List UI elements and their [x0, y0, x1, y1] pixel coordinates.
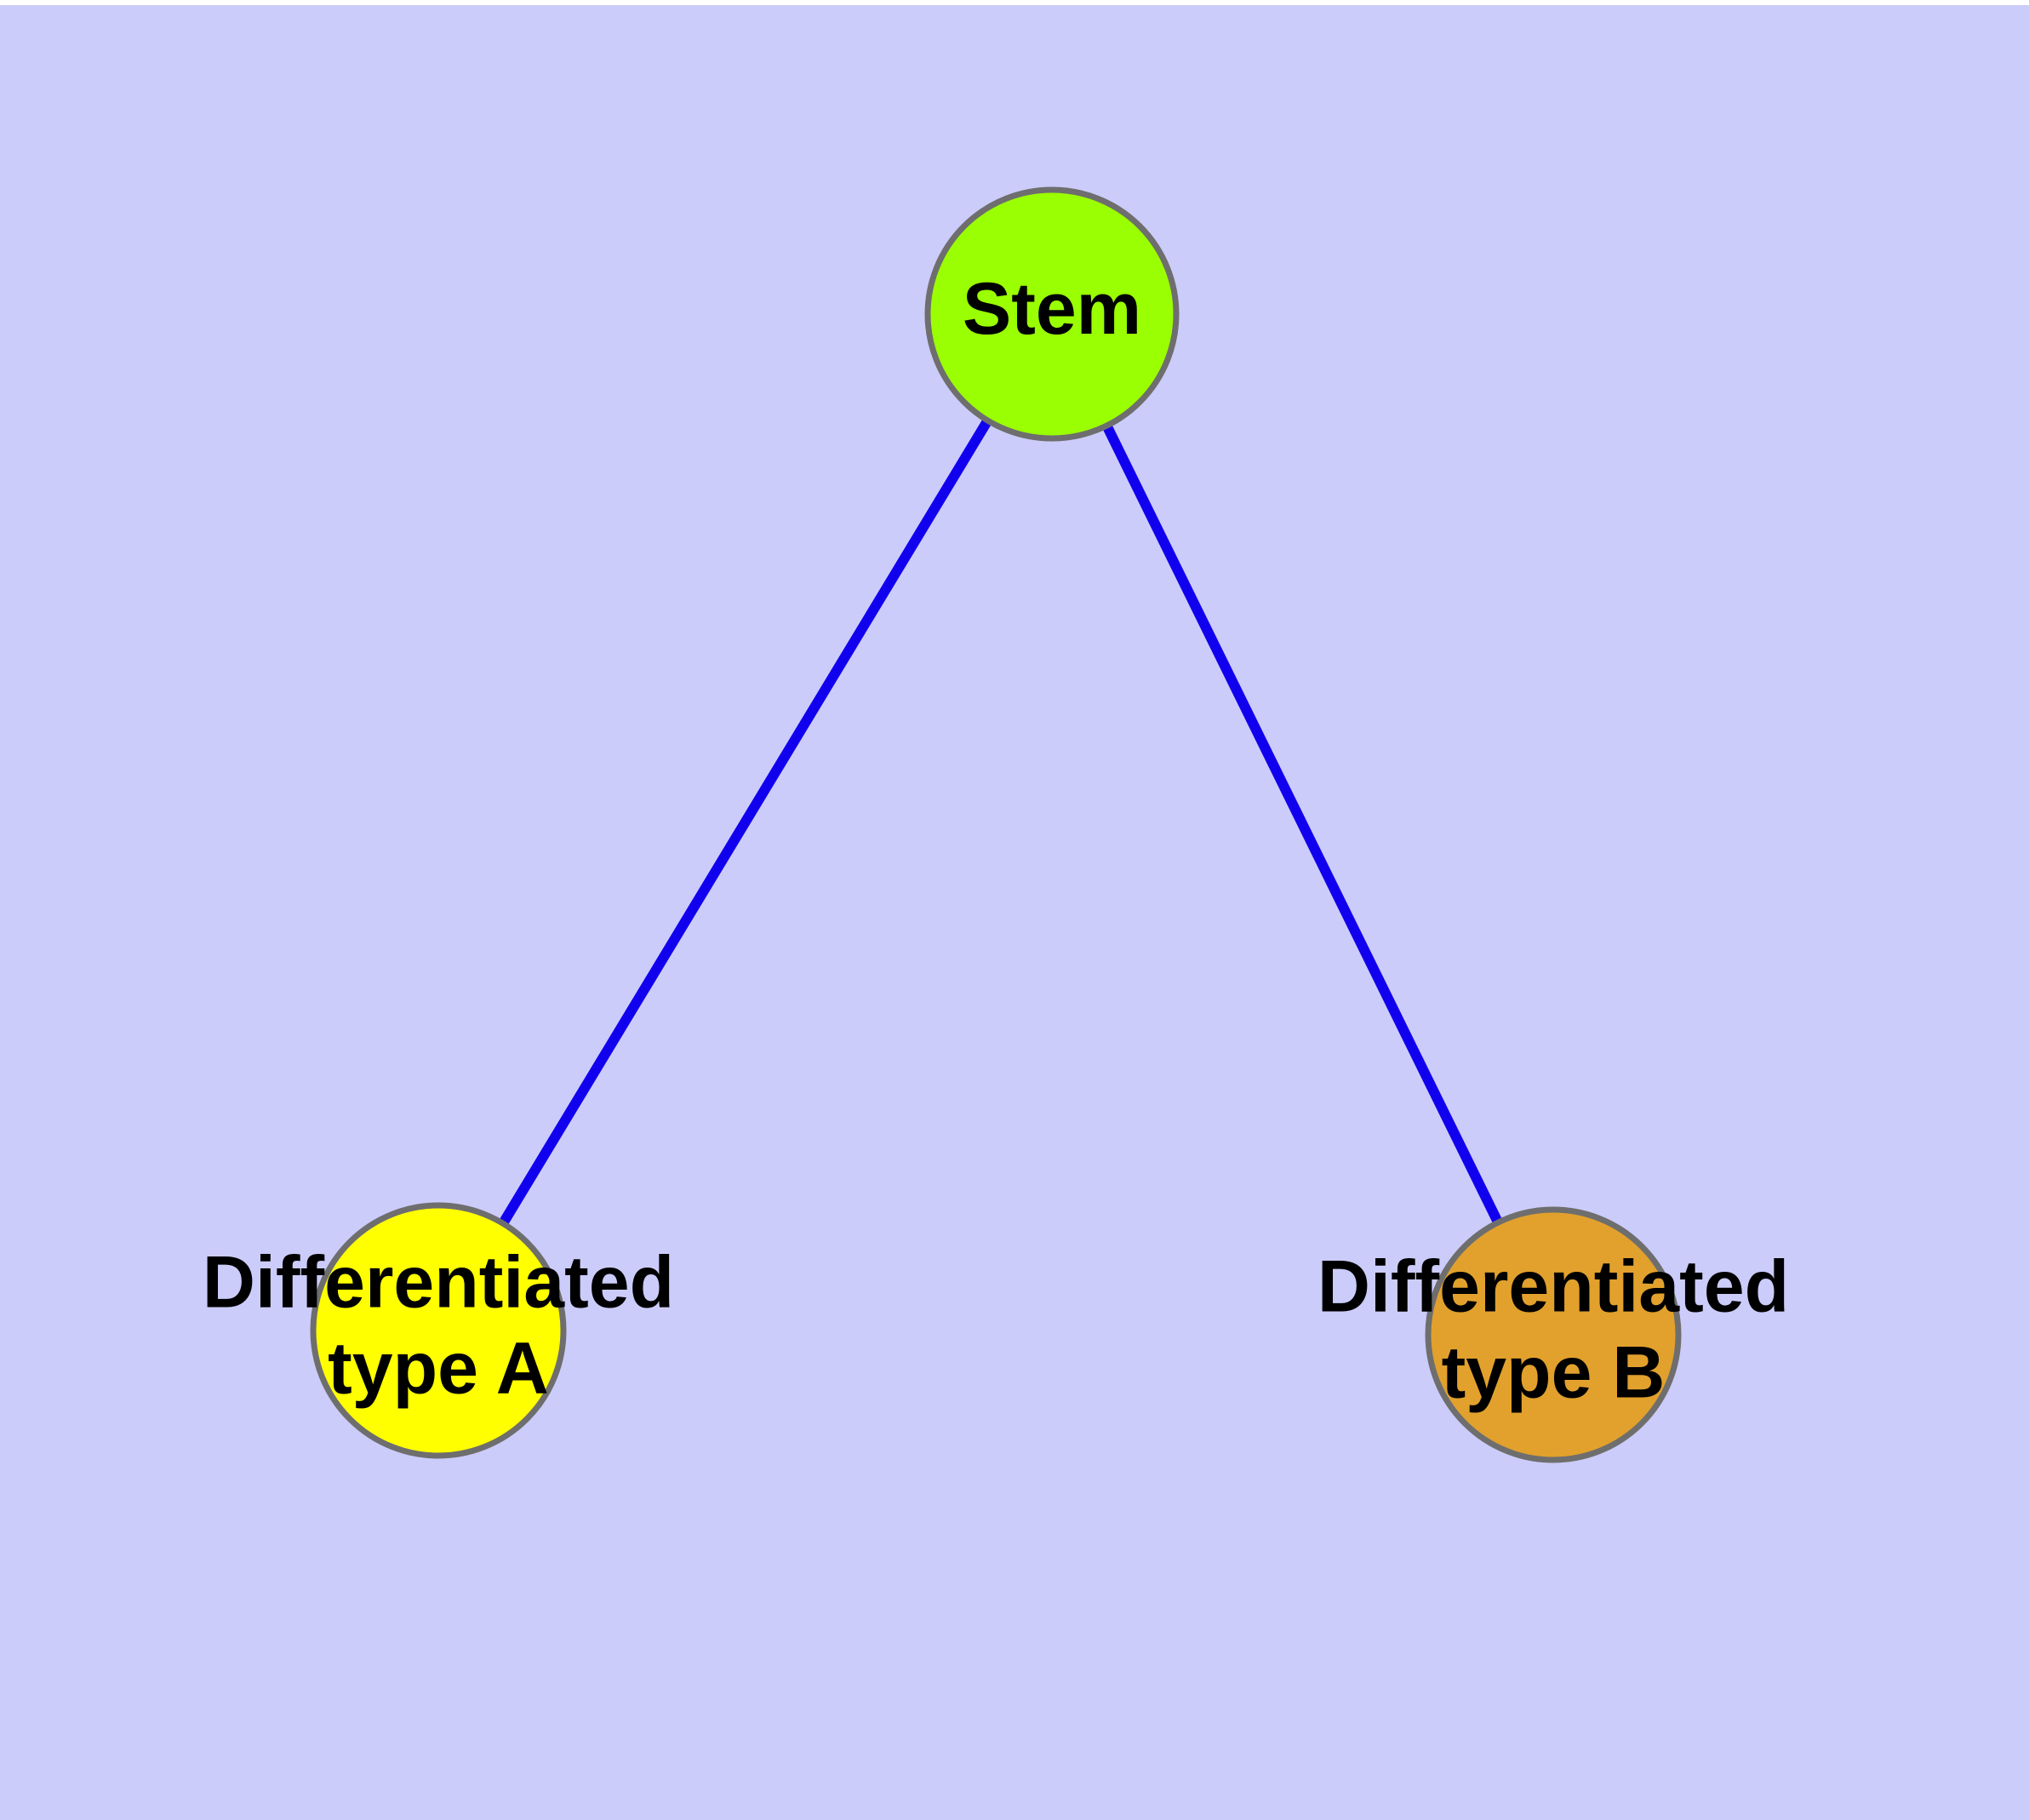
node-label-line: Differentiated [203, 1241, 674, 1323]
node-label-line: type A [328, 1327, 549, 1409]
edges-layer [497, 416, 1504, 1228]
graph-node-diff_b[interactable] [1425, 1206, 1682, 1463]
node-label-line: Stem [963, 268, 1141, 350]
graph-edge[interactable] [497, 416, 993, 1228]
node-label-stem: Stem [963, 268, 1141, 350]
graph-edge[interactable] [1101, 421, 1504, 1227]
graph-node-stem[interactable] [924, 186, 1180, 442]
node-label-line: type B [1442, 1331, 1666, 1413]
node-label-line: Differentiated [1317, 1245, 1789, 1327]
nodes-layer [310, 186, 1682, 1463]
graph-node-diff_a[interactable] [310, 1202, 567, 1459]
